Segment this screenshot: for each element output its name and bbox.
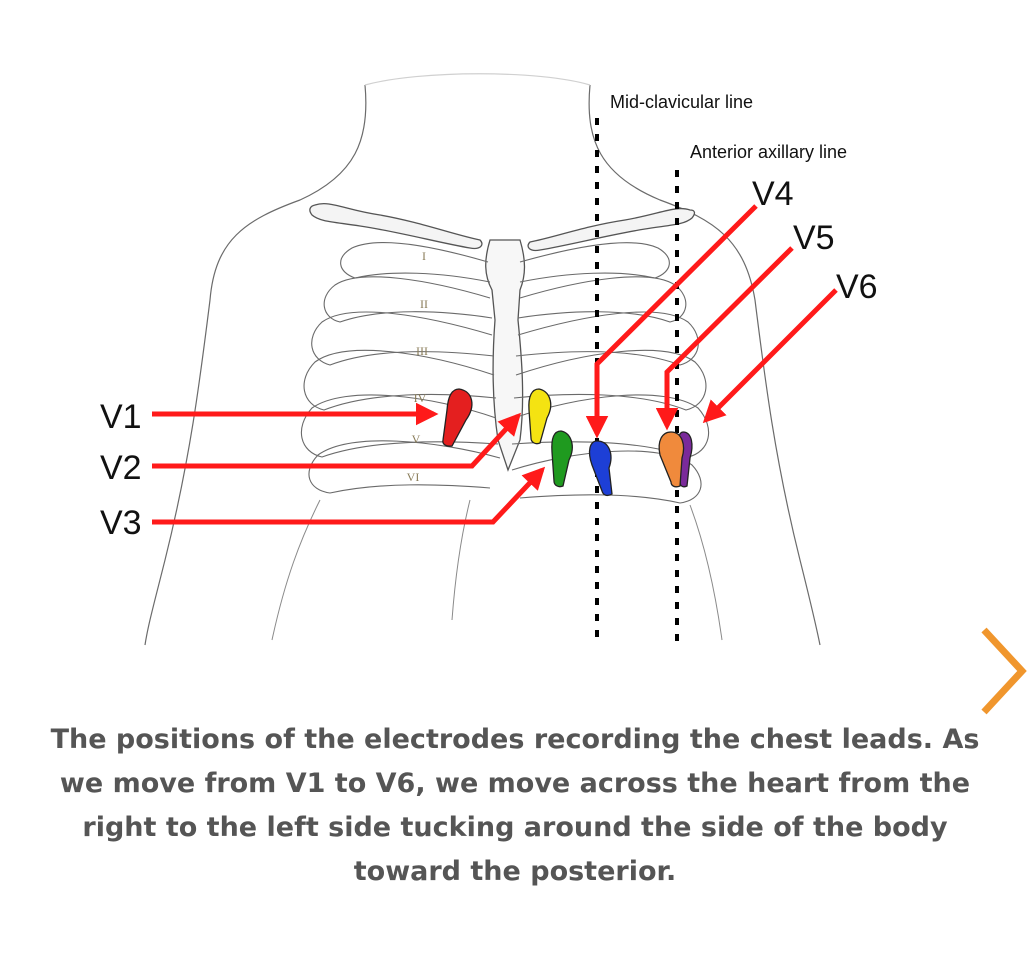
rib-label-3: III <box>416 344 428 358</box>
electrode-v2 <box>528 388 552 445</box>
anterior-axillary-label: Anterior axillary line <box>690 142 847 162</box>
label-v3: V3 <box>100 504 142 542</box>
electrodes <box>442 388 693 497</box>
rib-label-5: V <box>412 432 421 446</box>
arrow-v4 <box>585 204 758 439</box>
chest-lead-diagram: I II III IV V VI Mid-clavicular line Ant… <box>100 73 878 646</box>
rib-label-1: I <box>422 249 426 263</box>
electrode-v4 <box>588 440 613 497</box>
electrode-v5 <box>658 431 685 488</box>
chevron-right-icon <box>981 627 1027 715</box>
arrow-v5 <box>655 246 794 431</box>
label-v2: V2 <box>100 449 142 487</box>
rib-numerals: I II III IV V VI <box>407 249 428 484</box>
torso-outline <box>144 73 821 646</box>
lead-labels: V1 V2 V3 V4 V5 V6 <box>100 175 878 542</box>
lead-arrows <box>152 204 838 525</box>
label-v1: V1 <box>100 398 142 436</box>
sternum <box>485 239 526 472</box>
label-v4: V4 <box>752 175 794 213</box>
arrow-v3 <box>152 466 546 525</box>
figure-caption: The positions of the electrodes recordin… <box>50 724 980 887</box>
arrow-v2 <box>152 412 522 469</box>
clavicles <box>309 203 696 252</box>
arrow-v6 <box>702 288 838 424</box>
rib-label-4: IV <box>414 391 427 405</box>
rib-label-2: II <box>420 297 428 311</box>
electrode-v3 <box>551 430 573 488</box>
electrode-v1 <box>442 388 473 447</box>
label-v6: V6 <box>836 268 878 306</box>
label-v5: V5 <box>793 219 835 257</box>
rib-label-6: VI <box>407 470 420 484</box>
next-slide-button[interactable] <box>968 622 1030 722</box>
mid-clavicular-label: Mid-clavicular line <box>610 92 753 112</box>
ribcage-lower-outline <box>271 499 723 641</box>
